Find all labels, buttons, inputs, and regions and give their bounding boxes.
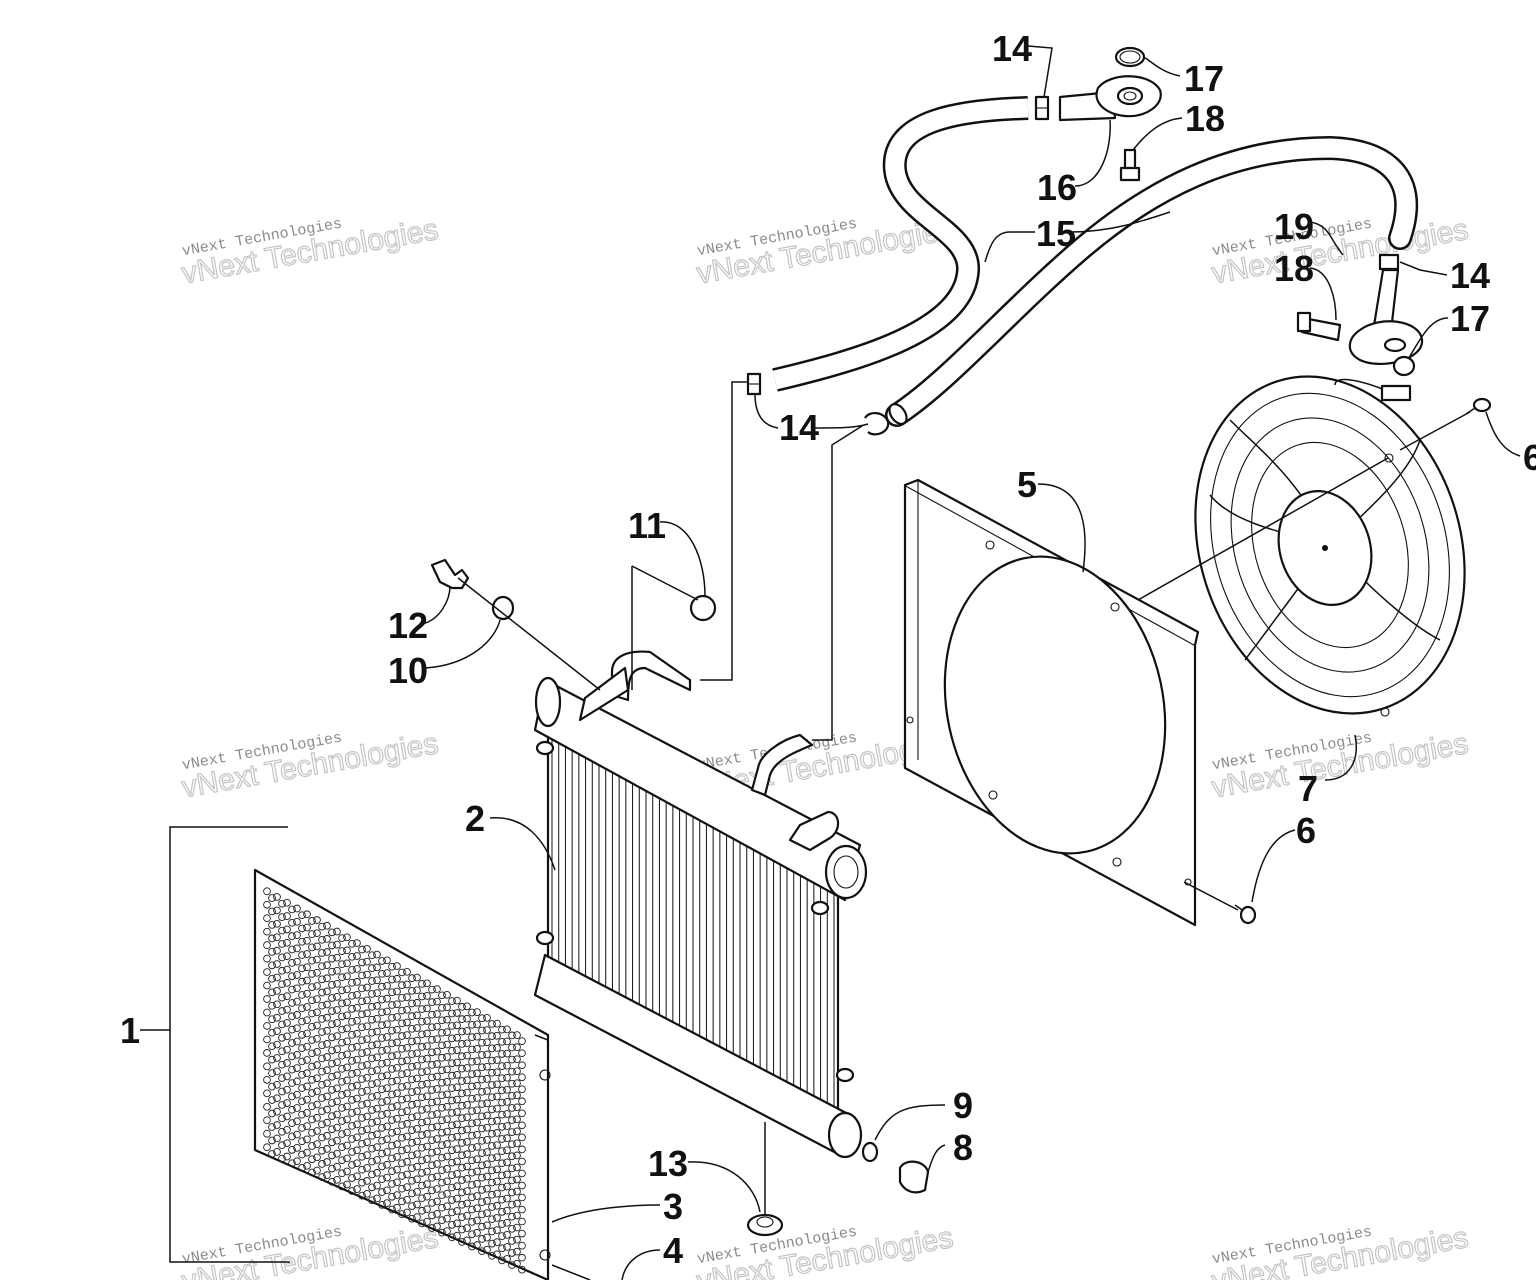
- callout-15: 15: [1036, 213, 1076, 254]
- screw-icon: [1239, 905, 1257, 925]
- o-ring-icon: [861, 1141, 879, 1163]
- lower-hose-inner: [887, 138, 1416, 425]
- callout-9: 9: [953, 1085, 973, 1126]
- cooling-fan: [1194, 375, 1466, 717]
- callout-8: 8: [953, 1127, 973, 1168]
- callout-18: 18: [1274, 248, 1314, 289]
- callout-13: 13: [648, 1143, 688, 1184]
- callout-12: 12: [388, 605, 428, 646]
- callout-11: 11: [628, 505, 666, 546]
- callout-1: 1: [120, 1010, 140, 1051]
- callout-5: 5: [1017, 464, 1037, 505]
- watermark: vNext Technologies vNext Technologies: [179, 212, 442, 291]
- shroud-opening: [943, 555, 1167, 855]
- callout-3: 3: [663, 1186, 683, 1227]
- watermark: vNext Technologies vNext Technologies: [179, 726, 442, 805]
- upper-fitting: [1034, 46, 1162, 182]
- callout-17: 17: [1450, 298, 1490, 339]
- screws: [1234, 397, 1492, 925]
- callout-7: 7: [1298, 768, 1318, 809]
- fan-shroud: [903, 478, 1200, 927]
- watermark: vNext Technologies vNext Technologies: [179, 1220, 442, 1280]
- leader-lines: [140, 45, 1521, 1280]
- watermark: vNext Technologies vNext Technologies: [1209, 212, 1472, 291]
- grommet-icon: [746, 1213, 784, 1237]
- callout-10: 10: [388, 650, 428, 691]
- callout-18: 18: [1185, 98, 1225, 139]
- callout-6: 6: [1523, 437, 1536, 478]
- callout-17: 17: [1184, 58, 1224, 99]
- drain-plug-icon: [898, 1160, 930, 1194]
- callout-2: 2: [465, 798, 485, 839]
- hose-clamp-icon: [1378, 253, 1400, 271]
- washer-icon: [491, 595, 515, 621]
- small-parts: [430, 558, 930, 1237]
- mount-bolt-icon: [430, 558, 470, 590]
- callout-14: 14: [1450, 255, 1490, 296]
- fan-connector: [1380, 384, 1412, 402]
- callout-4: 4: [663, 1230, 683, 1271]
- coolant-hoses: [772, 96, 1419, 427]
- outlet-pipe: [750, 733, 814, 797]
- screw-icon: [1472, 397, 1492, 413]
- watermark: vNext Technologies vNext Technologies: [1209, 726, 1472, 805]
- callout-14: 14: [992, 28, 1032, 69]
- upper-hose-inner: [772, 98, 1029, 390]
- radiator-fins: [551, 728, 835, 1118]
- mount-tab: [788, 810, 840, 852]
- callout-16: 16: [1037, 167, 1077, 208]
- fan-wire: [1334, 378, 1386, 391]
- screen-mesh: [263, 887, 526, 1274]
- watermark: vNext Technologies vNext Technologies: [1209, 1220, 1472, 1280]
- callout-numbers: 14 17 18 16 15 19 18 14 17 14 5 6 11 12 …: [120, 28, 1536, 1271]
- o-ring-icon: [1392, 355, 1416, 377]
- mount-tab: [578, 666, 630, 722]
- hose-end: [888, 403, 908, 425]
- watermark: vNext Technologies vNext Technologies: [694, 1220, 957, 1280]
- grommet-icon: [689, 594, 717, 622]
- radiator-screen: [253, 868, 551, 1280]
- radiator: [533, 650, 868, 1215]
- callout-14: 14: [779, 407, 819, 448]
- hose-clamp-icon: [864, 412, 890, 436]
- callout-19: 19: [1274, 206, 1314, 247]
- callout-6: 6: [1296, 810, 1316, 851]
- right-fitting: [1296, 253, 1424, 377]
- hose-clamps: [746, 372, 890, 436]
